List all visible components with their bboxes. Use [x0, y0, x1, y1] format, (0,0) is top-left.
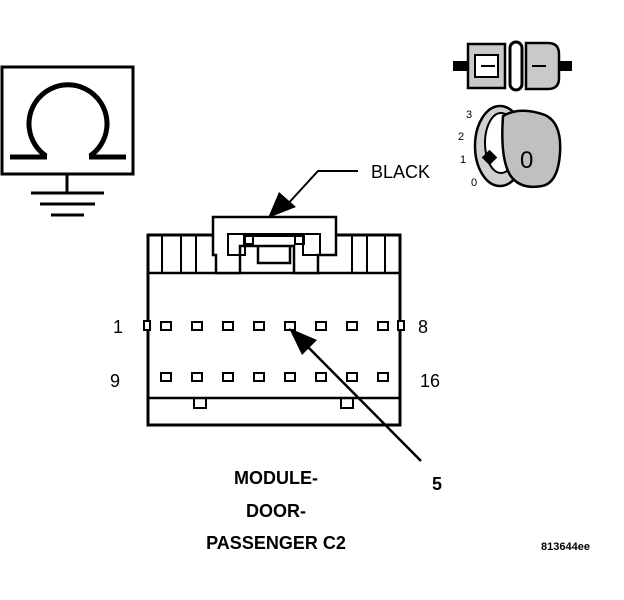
key-pos-3: 3 [466, 109, 472, 121]
key-glyph: 0 [520, 147, 533, 174]
connector-body [143, 215, 405, 427]
pin-cavity-10 [191, 372, 203, 382]
pin-cavity-11 [222, 372, 234, 382]
key-pos-0: 0 [471, 177, 477, 189]
pin-label-9: 9 [110, 371, 120, 391]
caption-line-1: MODULE- [234, 468, 318, 488]
pin-label-16: 16 [420, 371, 440, 391]
color-label: BLACK [371, 162, 430, 182]
pin-cavity-1 [160, 321, 172, 331]
pin-cavity-16 [377, 372, 389, 382]
pin-label-1: 1 [113, 317, 123, 337]
pin-cavity-7 [346, 321, 358, 331]
pin-cavity-14 [315, 372, 327, 382]
pin-label-8: 8 [418, 317, 428, 337]
figure-code: 813644ee [541, 541, 590, 553]
pin-row-top [160, 321, 389, 331]
pin-cavity-12 [253, 372, 265, 382]
pin-cavity-2 [191, 321, 203, 331]
color-callout: BLACK [268, 162, 430, 218]
callout-pin-number: 5 [432, 474, 442, 494]
caption-line-2: DOOR- [246, 501, 306, 521]
pin-cavity-9 [160, 372, 172, 382]
ignition-key-icon: 3 2 1 0 0 [458, 104, 562, 189]
caption-line-3: PASSENGER C2 [206, 533, 346, 553]
pin-cavity-8 [377, 321, 389, 331]
pin-callout: 5 [289, 328, 442, 494]
pin-cavity-6 [315, 321, 327, 331]
pin-cavity-3 [222, 321, 234, 331]
pin-row-bottom [160, 372, 389, 382]
pin-cavity-15 [346, 372, 358, 382]
key-pos-2: 2 [458, 131, 464, 143]
ohmmeter-icon [0, 65, 135, 217]
pin-cavity-13 [284, 372, 296, 382]
terminal-plug-icon [453, 40, 572, 92]
pin-cavity-4 [253, 321, 265, 331]
key-pos-1: 1 [460, 154, 466, 166]
